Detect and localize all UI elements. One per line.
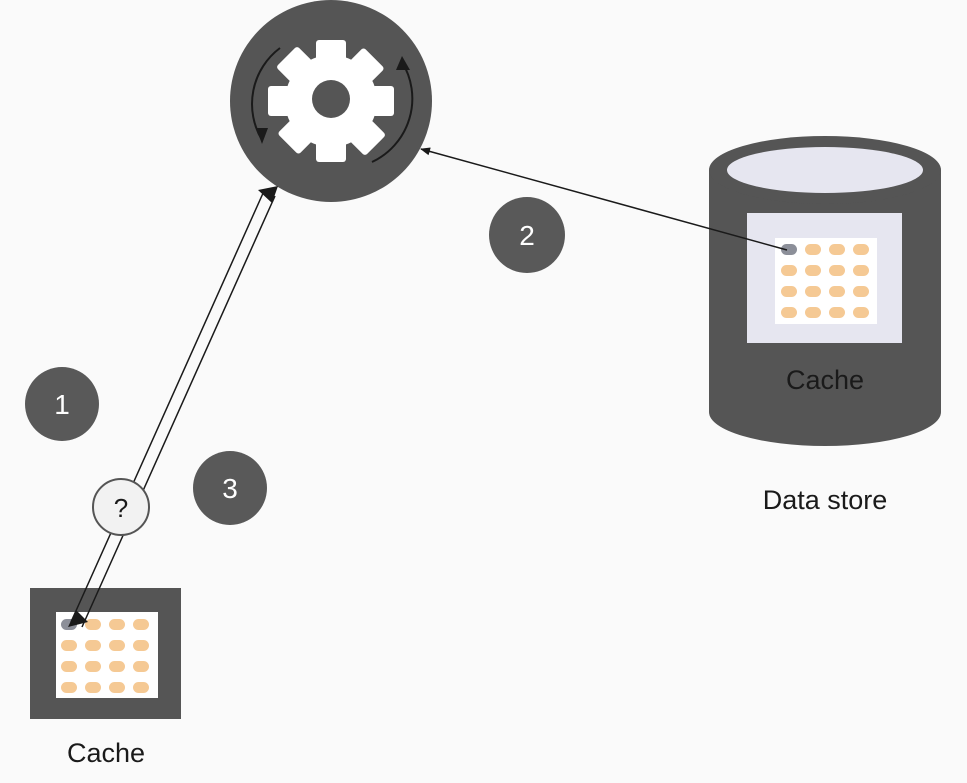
badge-1-text: 1 (54, 389, 70, 420)
local-cache-cell (85, 682, 101, 693)
rotation-arrow-right (371, 61, 414, 163)
local-cache-cell (109, 619, 125, 630)
local-cache-cell (85, 661, 101, 672)
arrow-datastore-to-service (420, 147, 788, 251)
rotation-arrowhead-left (256, 128, 268, 144)
local-cache-label: Cache (67, 738, 145, 768)
data-store-cache-cell (805, 286, 821, 297)
gear-hub (312, 80, 350, 118)
data-store-cache-cell (829, 286, 845, 297)
data-store-cache-cell (829, 265, 845, 276)
local-cache-cell (85, 619, 101, 630)
badge-3-circle (193, 451, 267, 525)
data-store-cache-cell (853, 286, 869, 297)
local-cache-grid (61, 619, 149, 693)
link-line-b (81, 195, 276, 628)
data-store-cache-cell (781, 286, 797, 297)
data-store: Cache (709, 136, 941, 446)
data-store-cache-cell (805, 244, 821, 255)
data-store-cache-cell (829, 307, 845, 318)
arrowhead-to-local-cache (68, 610, 88, 627)
service-node (230, 0, 432, 202)
badge-2-text: 2 (519, 220, 535, 251)
question-circle (92, 478, 150, 536)
local-cache-cell (109, 640, 125, 651)
local-cache-cell (133, 682, 149, 693)
data-store-cache-label: Cache (786, 365, 864, 395)
badge-2-circle (489, 197, 565, 273)
badge-3-text: 3 (222, 473, 238, 504)
local-cache-cell (109, 661, 125, 672)
data-store-cache-cell (853, 265, 869, 276)
local-cache-cell (61, 661, 77, 672)
data-store-cache-cell (805, 265, 821, 276)
link-local-cache-to-service (68, 186, 278, 628)
question-mark: ? (114, 493, 128, 523)
cylinder-top-surface (727, 147, 923, 193)
local-cache-cell (133, 661, 149, 672)
data-store-cache-cell (781, 307, 797, 318)
data-store-cache-cell (805, 307, 821, 318)
badge-1-circle (25, 367, 99, 441)
local-cache-cell (133, 619, 149, 630)
data-store-cache-cell (829, 244, 845, 255)
badge-2: 2 (489, 197, 565, 273)
arrowhead-to-service (258, 186, 278, 203)
local-cache-cell (85, 640, 101, 651)
local-cache-cell (133, 640, 149, 651)
data-store-cache-grid (781, 244, 869, 318)
rotation-arrowhead-right (396, 56, 410, 70)
data-store-label: Data store (763, 485, 888, 515)
link-line-a (70, 190, 265, 623)
local-cache-cell (61, 640, 77, 651)
badge-1: 1 (25, 367, 99, 441)
local-cache-cell (61, 682, 77, 693)
data-store-cache-cell (781, 265, 797, 276)
data-store-cache-cell (853, 307, 869, 318)
data-store-cache-cell-highlighted (781, 244, 797, 255)
local-cache-cell (109, 682, 125, 693)
data-store-cache-cell (853, 244, 869, 255)
badge-3: 3 (193, 451, 267, 525)
question-node: ? (92, 478, 150, 536)
local-cache (30, 588, 181, 719)
